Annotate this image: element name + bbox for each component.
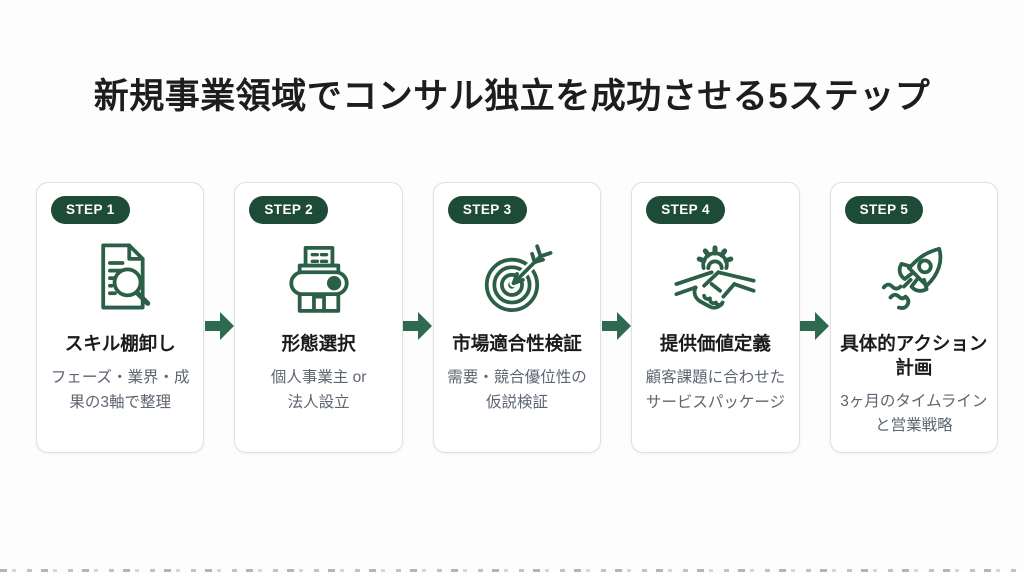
step-card-4: STEP 4 提供価値定義 顧客課題に合わせた サービスパッケージ xyxy=(631,182,800,453)
rocket-icon xyxy=(872,234,956,324)
step-title: スキル棚卸し xyxy=(64,333,176,355)
page-title: 新規事業領域でコンサル独立を成功させる5ステップ xyxy=(93,77,931,116)
step-description: 顧客課題に合わせた サービスパッケージ xyxy=(645,368,786,411)
step-badge: STEP 5 xyxy=(844,196,924,225)
step-card-5: STEP 5 具体的アクション 計画 3ヶ月のタイムライン と営業戦略 xyxy=(829,182,999,453)
step-badge: STEP 3 xyxy=(447,196,527,225)
step-badge: STEP 1 xyxy=(51,196,130,225)
step-badge: STEP 2 xyxy=(249,196,329,225)
arrow-right-icon xyxy=(403,310,433,342)
step-title: 市場適合性検証 xyxy=(452,333,582,355)
document-search-icon xyxy=(78,234,162,324)
step-badge: STEP 4 xyxy=(646,196,725,225)
step-title: 形態選択 xyxy=(281,333,356,355)
target-dart-icon xyxy=(475,234,559,324)
step-title: 提供価値定義 xyxy=(659,333,771,355)
step-card-1: STEP 1 スキル棚卸し フェーズ・業界・成 果の3軸で整理 xyxy=(36,182,205,453)
step-description: 需要・競合優位性の 仮説検証 xyxy=(447,368,587,411)
arrow-right-icon xyxy=(800,310,830,342)
step-card-3: STEP 3 市場適合性検証 需要・競合優位性の 仮説検証 xyxy=(432,182,602,453)
steps-row: STEP 1 スキル棚卸し フェーズ・業界・成 果の3軸で整理 STEP 2 xyxy=(36,182,999,453)
step-title: 具体的アクション 計画 xyxy=(840,333,988,378)
step-description: 3ヶ月のタイムライン と営業戦略 xyxy=(840,392,988,435)
arrow-right-icon xyxy=(204,310,234,342)
gear-handshake-icon xyxy=(673,234,757,324)
arrow-right-icon xyxy=(601,310,631,342)
step-description: フェーズ・業界・成 果の3軸で整理 xyxy=(50,368,190,411)
step-description: 個人事業主 or 法人設立 xyxy=(270,368,367,411)
building-toggle-icon xyxy=(277,234,361,324)
bottom-cropped-text-edge xyxy=(0,569,1024,572)
step-card-2: STEP 2 形態選択 個人事業主 or 法人設立 xyxy=(234,182,403,453)
